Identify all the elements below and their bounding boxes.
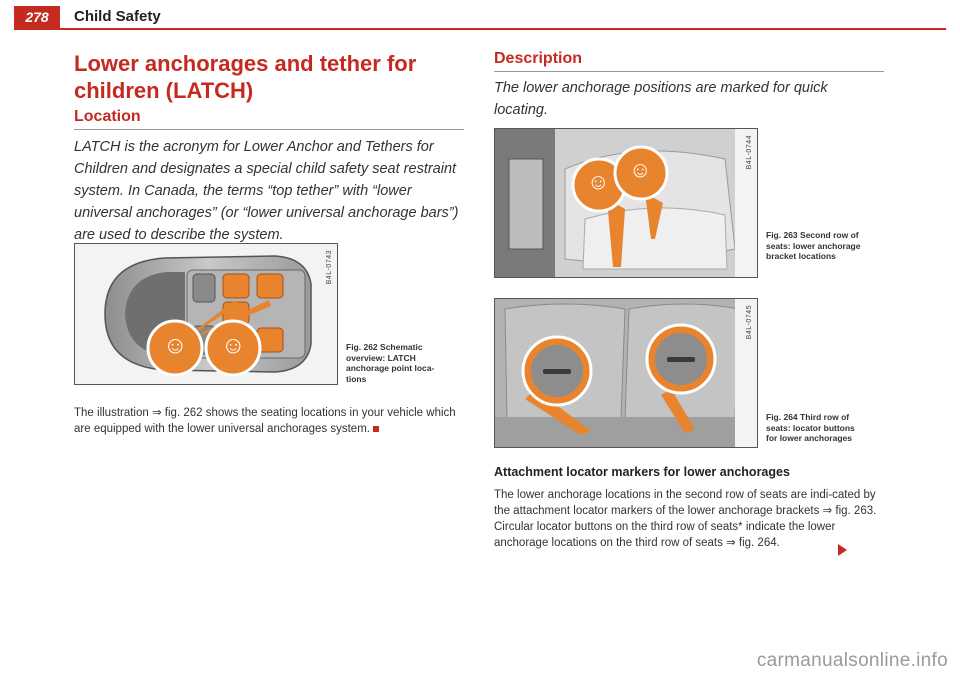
figure-code: B4L-0743 bbox=[326, 250, 333, 285]
continue-arrow-icon bbox=[838, 544, 847, 556]
child-seat-icon: ☺ bbox=[221, 332, 246, 359]
attachment-body: The lower anchorage locations in the sec… bbox=[494, 489, 877, 549]
figure-262: ☺ ☺ B4L-0743 bbox=[74, 243, 338, 385]
figure-caption-text: Second row of seats: lower anchorage bra… bbox=[766, 230, 861, 261]
figure-number: Fig. 262 bbox=[346, 342, 378, 352]
running-title: Child Safety bbox=[74, 8, 161, 25]
section-rule bbox=[494, 71, 884, 72]
location-intro: LATCH is the acronym for Lower Anchor an… bbox=[74, 139, 459, 243]
figure-number: Fig. 264 bbox=[766, 412, 798, 422]
description-intro: The lower anchorage positions are marked… bbox=[494, 80, 828, 118]
watermark: carmanualsonline.info bbox=[756, 650, 948, 671]
header-rule bbox=[14, 28, 946, 30]
page-title: Lower anchorages and tether for children… bbox=[74, 51, 417, 103]
figure-caption-text: Schematic overview: LATCH anchorage poin… bbox=[346, 342, 435, 384]
figure-264: B4L-0745 bbox=[494, 298, 758, 448]
child-seat-icon: ☺ bbox=[163, 332, 188, 359]
car-top-view-illustration bbox=[104, 255, 312, 377]
location-body-text: The illustration ⇒ fig. 262 shows the se… bbox=[74, 407, 456, 435]
location-body: The illustration ⇒ fig. 262 shows the se… bbox=[74, 405, 466, 437]
figure-code: B4L-0744 bbox=[746, 135, 753, 170]
figure-263: ☺ ☺ B4L-0744 bbox=[494, 128, 758, 278]
page-number: 278 bbox=[14, 6, 60, 28]
second-row-seat-photo bbox=[495, 129, 757, 277]
figure-264-caption: Fig. 264 Third row of seats: locator but… bbox=[766, 412, 866, 444]
attachment-subheading: Attachment locator markers for lower anc… bbox=[494, 465, 790, 479]
third-row-seat-photo bbox=[495, 299, 757, 447]
child-seat-icon: ☺ bbox=[629, 157, 652, 182]
figure-code: B4L-0745 bbox=[746, 305, 753, 340]
section-rule bbox=[74, 129, 464, 130]
section-heading-description: Description bbox=[494, 50, 583, 67]
figure-number: Fig. 263 bbox=[766, 230, 798, 240]
end-of-section-icon bbox=[372, 425, 379, 432]
figure-263-caption: Fig. 263 Second row of seats: lower anch… bbox=[766, 230, 866, 262]
child-seat-icon: ☺ bbox=[587, 169, 610, 194]
figure-262-caption: Fig. 262 Schematic overview: LATCH ancho… bbox=[346, 342, 446, 384]
section-heading-location: Location bbox=[74, 108, 141, 125]
figure-caption-text: Third row of seats: locator buttons for … bbox=[766, 412, 855, 443]
